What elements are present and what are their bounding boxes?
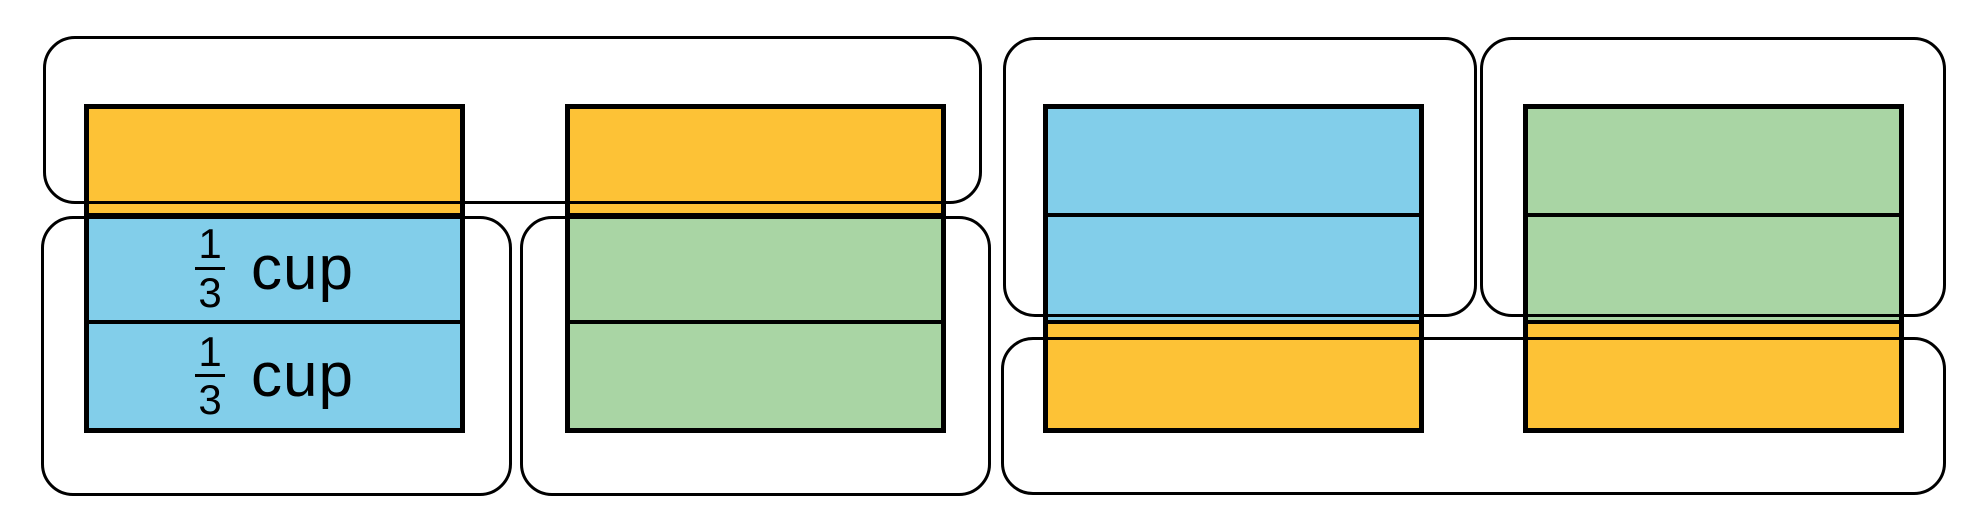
serving-group-outline-cup1-bottom — [41, 216, 512, 496]
cup-2-third-3-green — [570, 320, 941, 429]
cup-1-third-1-orange — [89, 109, 460, 213]
unit-label: cup — [251, 233, 354, 303]
serving-group-outline-top-left — [43, 36, 982, 204]
serving-group-outline-bottom-right — [1001, 337, 1946, 495]
fraction-numerator: 1 — [198, 327, 222, 375]
serving-group-outline-cup4-top — [1480, 37, 1946, 317]
fraction-bar — [195, 374, 226, 378]
fraction-denominator: 3 — [198, 376, 222, 424]
unit-label: cup — [251, 341, 354, 411]
cup-2-third-2-green — [570, 212, 941, 321]
cup-2-third-1-orange — [570, 109, 941, 213]
cup-3-third-2-blue — [1048, 212, 1419, 321]
serving-group-outline-cup3-top — [1003, 37, 1477, 317]
cup-bar-2 — [565, 104, 946, 433]
cup-4-third-2-green — [1528, 212, 1899, 321]
cup-3-third-1-blue — [1048, 109, 1419, 213]
cup-4-third-1-green — [1528, 109, 1899, 213]
fraction-bar — [195, 266, 226, 270]
fraction-numerator: 1 — [198, 219, 222, 267]
serving-group-outline-cup2-bottom — [520, 216, 991, 496]
fraction-denominator: 3 — [198, 268, 222, 316]
